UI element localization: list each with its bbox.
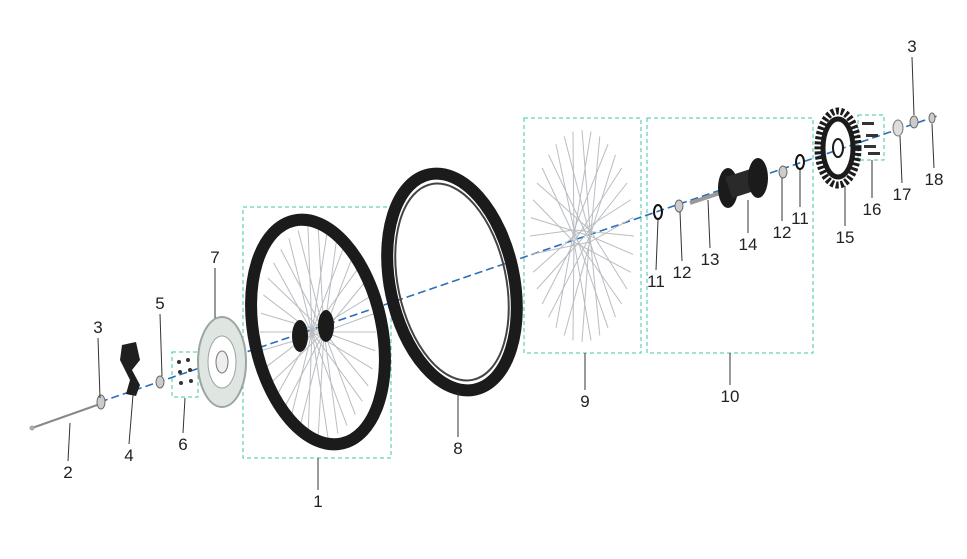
group-box-wheel-assembly [242,206,392,459]
part-callout-12: 12 [773,223,792,242]
disc-bolts [177,358,193,385]
o-ring-right [795,154,805,170]
leader-line [931,123,935,169]
part-callout-6: 6 [178,435,187,454]
spacer-left [96,394,106,410]
part-callout-7: 7 [210,248,219,267]
group-box-disc-bolts [171,351,199,398]
leader-line [67,422,71,462]
leader-line [159,313,163,377]
part-callout-14: 14 [739,235,758,254]
caliper-bracket [120,342,140,396]
bushing [155,375,165,389]
leader-line [911,56,915,116]
leader-line [679,211,683,262]
leader-line [97,337,101,399]
part-callout-10: 10 [721,387,740,406]
bearing-right [778,165,788,179]
part-callout-15: 15 [836,228,855,247]
leader-line [707,199,711,249]
part-callout-5: 5 [155,294,164,313]
bearing-left [674,199,684,213]
sprocket [814,107,862,189]
part-callout-12: 12 [673,263,692,282]
hub-spacer-tube [689,191,721,205]
sprocket-bolts [862,122,880,155]
part-callout-16: 16 [863,200,882,219]
part-callout-13: 13 [701,250,720,269]
part-callout-2: 2 [63,463,72,482]
part-callout-18: 18 [925,170,944,189]
part-callout-9: 9 [580,392,589,411]
o-ring-left [653,204,663,220]
part-callout-17: 17 [893,185,912,204]
spacer-right [909,115,919,129]
part-callout-3: 3 [907,37,916,56]
spokes [529,129,635,343]
wheel-assembly [245,213,391,451]
part-callout-11: 11 [647,272,665,291]
leader-line [182,397,186,434]
part-callout-4: 4 [124,446,133,465]
leader-line [899,135,903,184]
axle-nut [928,112,936,124]
group-box-spokes [523,117,642,354]
part-callout-11: 11 [791,209,809,228]
brake-disc [197,316,247,408]
axle [29,403,101,431]
part-callout-8: 8 [453,439,462,458]
part-callout-3: 3 [93,318,102,337]
rear-spacer [892,119,904,137]
leader-line [655,219,659,271]
rear-hub [718,158,768,208]
leader-line [128,394,134,445]
rim [381,167,523,397]
part-callout-1: 1 [313,492,322,511]
